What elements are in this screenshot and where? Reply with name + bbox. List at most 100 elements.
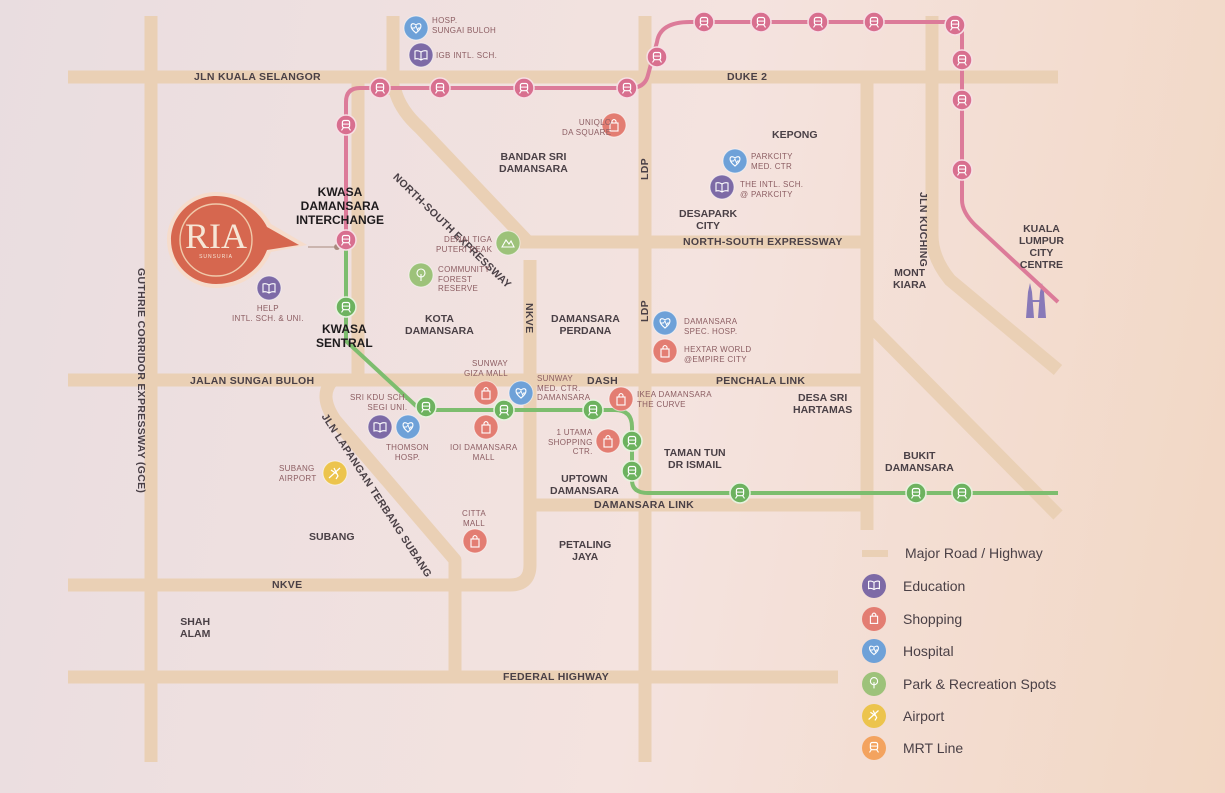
mrt-station-green[interactable] [621,430,643,452]
poi-label-denai-tiga-puteri-peak: DENAI TIGA PUTERI PEAK [436,235,493,254]
legend-label-hospital: Hospital [903,643,954,659]
poi-label-intl-sch-parkcity: THE INTL. SCH. @ PARKCITY [740,180,804,199]
shopping-bag-icon[interactable] [652,338,678,364]
ria-logo-title: RIA [185,216,247,256]
mrt-station-pink[interactable] [335,229,357,251]
poi-label-sunway-giza-mall: SUNWAY GIZA MALL [464,359,509,378]
legend-row-shopping: Shopping [862,606,962,632]
heart-icon[interactable] [395,414,421,440]
area-kepong: KEPONG [772,129,818,141]
poi-label-hosp-sungai-buloh: HOSP. SUNGAI BULOH [432,16,497,35]
ria-logo-subtitle: SUNSURIA [199,254,233,260]
legend-row-park: Park & Recreation Spots [862,671,1056,697]
shopping-bag-icon[interactable] [601,112,627,138]
mrt-station-pink[interactable] [693,11,715,33]
mrt-station-pink[interactable] [616,77,638,99]
shopping-bag-icon[interactable] [462,528,488,554]
area-kwasa-damansara-interchange: KWASA DAMANSARA INTERCHANGE [296,185,385,227]
mrt-station-green[interactable] [493,399,515,421]
area-kuala-lumpur-city-centre: KUALA LUMPUR CITY CENTRE [1019,223,1064,272]
area-damansara-perdana: DAMANSARA PERDANA [551,313,620,338]
area-taman-tun-dr-ismail: TAMAN TUN DR ISMAIL [664,447,726,472]
legend-label-mrt: MRT Line [903,740,964,756]
mrt-station-green[interactable] [335,296,357,318]
mrt-station-pink[interactable] [944,14,966,36]
mrt-station-pink[interactable] [807,11,829,33]
road-label-dash: DASH [587,375,618,387]
road-label-ldp-south: LDP [639,300,651,322]
mrt-station-pink[interactable] [429,77,451,99]
mrt-station-green[interactable] [951,482,973,504]
road-label-north-south-expressway: NORTH-SOUTH EXPRESSWAY [683,236,843,248]
legend-label-education: Education [903,578,966,594]
mrt-station-pink[interactable] [646,46,668,68]
poi-label-community-forest-reserve: COMMUNITY FOREST RESERVE [438,265,491,294]
shopping-bag-icon[interactable] [473,380,499,406]
road-label-jln-kuching: JLN KUCHING [917,192,929,268]
road-label-jln-kuala-selangor: JLN KUALA SELANGOR [194,71,321,83]
mrt-station-green[interactable] [905,482,927,504]
tree-icon[interactable] [408,262,434,288]
mrt-station-pink[interactable] [750,11,772,33]
area-bukit-damansara: BUKIT DAMANSARA [885,450,954,475]
legend-swatch-major-road [862,549,888,557]
heart-icon[interactable] [652,310,678,336]
legend-label-airport: Airport [903,708,945,724]
ria-location-marker[interactable]: RIA SUNSURIA [165,190,310,290]
road-label-ldp-north: LDP [639,158,651,180]
shopping-bag-icon[interactable] [473,414,499,440]
mrt-station-green[interactable] [582,399,604,421]
mrt-station-pink[interactable] [951,49,973,71]
road-jln-lapangan-terbang [319,375,462,677]
mrt-station-green[interactable] [415,396,437,418]
road-label-nkve: NKVE [272,579,303,591]
road-label-damansara-link: DAMANSARA LINK [594,499,695,511]
mrt-station-pink[interactable] [513,77,535,99]
mrt-station-pink[interactable] [335,114,357,136]
area-mont-kiara: MONT KIARA [893,267,927,292]
area-kwasa-sentral: KWASA SENTRAL [316,322,373,350]
area-desa-sri-hartamas: DESA SRI HARTAMAS [793,392,853,417]
petronas-towers-icon [1026,283,1046,318]
train-icon [862,736,886,760]
shopping-bag-icon[interactable] [608,386,634,412]
poi-label-1-utama: 1 UTAMA SHOPPING CTR. [548,428,593,457]
mrt-station-pink[interactable] [951,89,973,111]
heart-icon[interactable] [403,15,429,41]
mrt-station-green[interactable] [621,460,643,482]
road-nkve [68,260,537,592]
shopping-bag-icon[interactable] [595,428,621,454]
heart-icon[interactable] [722,148,748,174]
poi-label-ikea-damansara: IKEA DAMANSARA THE CURVE [637,390,712,409]
mrt-station-pink[interactable] [863,11,885,33]
area-petaling-jaya: PETALING JAYA [559,539,612,564]
legend-row-airport: Airport [862,703,944,729]
book-icon[interactable] [256,275,282,301]
poi-label-ioi-damansara-mall: IOI DAMANSARA MALL [450,443,518,462]
poi-label-thomson-hosp: THOMSON HOSP. [386,443,429,462]
mrt-stations [335,11,973,504]
road-network [68,16,1063,762]
poi-label-subang-airport: SUBANG AIRPORT [279,464,317,483]
book-icon[interactable] [408,42,434,68]
poi-label-uniqlo-da-square: UNIQLO DA SQUARE [562,118,612,137]
area-shah-alam: SHAH ALAM [180,616,211,641]
book-icon[interactable] [709,174,735,200]
poi-markers [256,15,748,554]
area-desapark-city: DESAPARK CITY [679,208,738,233]
road-label-penchala-link: PENCHALA LINK [716,375,806,387]
poi-label-parkcity-med-ctr: PARKCITY MED. CTR [751,152,793,171]
area-bandar-sri-damansara: BANDAR SRI DAMANSARA [499,151,568,176]
mountain-icon[interactable] [495,230,521,256]
road-label-duke-2: DUKE 2 [727,71,768,83]
book-icon[interactable] [367,414,393,440]
airplane-icon [862,704,886,728]
mrt-station-pink[interactable] [951,159,973,181]
mrt-station-pink[interactable] [369,77,391,99]
road-mont-kiara-diagonal [862,317,1063,520]
airplane-icon[interactable] [322,460,348,486]
mrt-station-green[interactable] [729,482,751,504]
heart-icon[interactable] [508,380,534,406]
legend-row-hospital: Hospital [862,638,954,664]
